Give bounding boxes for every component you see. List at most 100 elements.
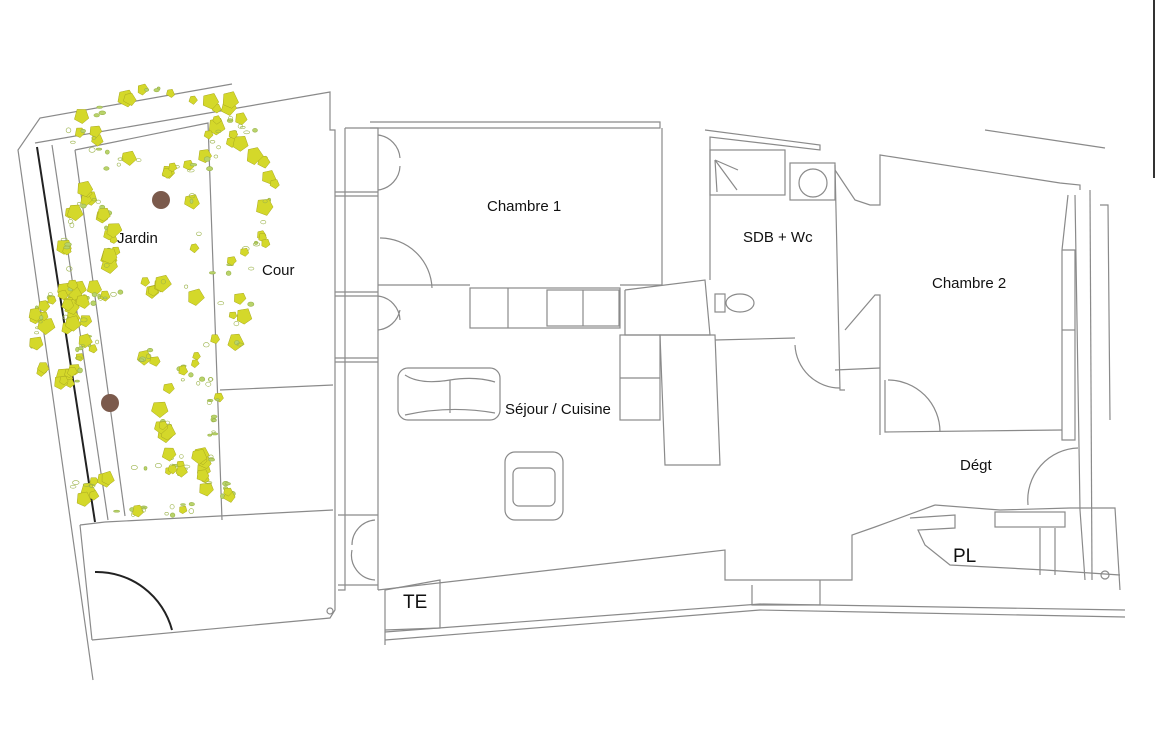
foliage-leaf [159, 421, 168, 431]
foliage-leaf [199, 376, 206, 382]
label-degt: Dégt [960, 457, 993, 474]
foliage-leaf [161, 447, 177, 462]
foliage-leaf [232, 136, 249, 152]
label-chambre-2: Chambre 2 [932, 275, 1006, 292]
label-jardin: Jardin [117, 230, 158, 247]
foliage-leaf [90, 300, 97, 306]
foliage-leaf [47, 296, 57, 305]
foliage-leaf [215, 398, 220, 402]
foliage-leaf [136, 158, 142, 163]
label-sdb-wc: SDB + Wc [743, 229, 813, 246]
foliage-leaf [206, 400, 212, 405]
foliage-leaf [234, 292, 247, 305]
gate-door-swing [94, 570, 173, 631]
foliage-leaf [143, 466, 148, 471]
foliage-leaf [206, 166, 213, 172]
foliage-leaf [180, 378, 185, 382]
foliage-leaf [69, 484, 77, 489]
foliage-leaf [95, 147, 103, 151]
foliage-leaf [247, 301, 255, 307]
foliage-leaf [236, 308, 253, 325]
foliage-leaf [138, 358, 145, 362]
foliage-leaf [236, 342, 244, 347]
foliage-leaf [246, 147, 264, 166]
foliage-leaf [72, 480, 80, 485]
foliage-leaf [99, 290, 111, 302]
foliage-leaf [80, 317, 88, 323]
foliage-leaf [37, 318, 56, 336]
foliage-leaf [64, 242, 72, 247]
foliage-leaf [77, 180, 94, 198]
foliage-leaf [80, 129, 86, 134]
foliage-leaf [116, 162, 121, 167]
foliage-leaf [77, 367, 83, 374]
foliage-leaf [76, 491, 92, 507]
foliage-leaf [224, 482, 231, 486]
foliage-leaf [196, 469, 210, 482]
foliage-leaf [37, 320, 43, 324]
foliage-leaf [213, 154, 219, 159]
foliage-leaf [36, 362, 50, 374]
foliage-leaf [207, 433, 212, 437]
foliage-leaf [88, 344, 98, 354]
foliage-leaf [189, 243, 200, 254]
scrollbar[interactable] [1153, 0, 1155, 178]
foliage-leaf [78, 333, 93, 349]
foliage-leaf [75, 353, 84, 362]
foliage-leaf [269, 179, 280, 190]
foliage-leaf [65, 315, 82, 332]
foliage-leaf [166, 89, 176, 98]
foliage-leaf [153, 88, 160, 93]
foliage-leaf [243, 130, 250, 135]
tree-icon [152, 191, 170, 209]
foliage-leaf [196, 231, 202, 236]
foliage-leaf [29, 336, 44, 351]
foliage-leaf [170, 512, 176, 518]
foliage-leaf [96, 105, 103, 109]
foliage-leaf [189, 198, 194, 204]
foliage-leaf [67, 219, 74, 225]
foliage-leaf [248, 266, 255, 271]
foliage-leaf [209, 140, 216, 144]
foliage-leaf [74, 356, 83, 360]
foliage-leaf [191, 359, 200, 369]
foliage-leaf [82, 483, 91, 487]
foliage-leaf [205, 481, 213, 485]
foliage-leaf [203, 130, 214, 140]
foliage-leaf [235, 112, 248, 126]
foliage-leaf [154, 463, 162, 469]
foliage-leaf [179, 505, 188, 514]
foliage-leaf [237, 124, 243, 129]
foliage-leaf [74, 109, 90, 124]
foliage-leaf [117, 157, 124, 161]
foliage-leaf [207, 377, 214, 382]
foliage-leaf [91, 197, 97, 202]
foliage-leaf [179, 454, 184, 459]
room-labels: Jardin Cour Chambre 1 SDB + Wc Chambre 2… [117, 198, 1006, 613]
foliage-leaf [227, 115, 234, 122]
foliage-leaf [211, 418, 217, 422]
foliage-leaf [65, 127, 72, 134]
foliage-leaf [261, 238, 271, 249]
foliage-leaf [79, 315, 93, 328]
foliage-leaf [180, 503, 186, 506]
foliage-leaf [233, 321, 240, 327]
foliage-leaf [140, 277, 151, 287]
label-chambre-1: Chambre 1 [487, 198, 561, 215]
foliage-leaf [144, 88, 150, 92]
foliage-leaf [183, 159, 195, 171]
label-cour: Cour [262, 262, 295, 279]
apartment-walls [335, 121, 1126, 645]
garden-courtyard [17, 83, 336, 681]
label-te: TE [403, 592, 427, 613]
foliage-leaf [47, 292, 53, 297]
foliage-leaf [147, 348, 154, 353]
foliage-leaf [69, 222, 75, 228]
foliage-leaf [202, 93, 220, 110]
foliage-leaf [228, 311, 237, 320]
kitchen-counter [469, 287, 621, 329]
foliage-leaf [228, 130, 239, 140]
foliage-leaf [63, 245, 71, 250]
tree-icon [101, 394, 119, 412]
foliage-leaf [210, 334, 220, 344]
